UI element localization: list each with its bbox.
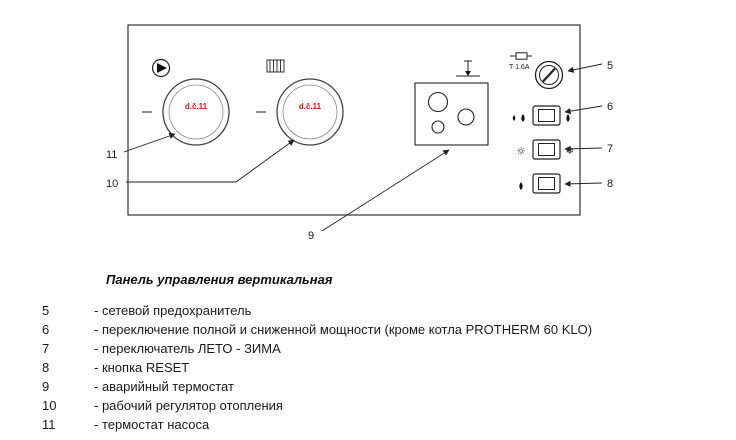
legend-label: - аварийный термостат	[94, 379, 234, 394]
callout-6-number: 6	[607, 101, 613, 113]
heating-regulator-knob: d.č.11	[256, 78, 344, 146]
legend-item-safety-thermostat: 9 - аварийный термостат	[42, 377, 728, 396]
callout-8: 8	[564, 178, 613, 190]
callout-5-number: 5	[607, 60, 613, 72]
flame-icon	[519, 182, 523, 190]
legend-number: 5	[42, 303, 50, 318]
knob-right-label: d.č.11	[299, 102, 322, 111]
callout-8-number: 8	[607, 178, 613, 190]
legend-item-heating-regulator: 10 - рабочий регулятор отопления	[42, 396, 728, 415]
pump-icon	[151, 58, 171, 78]
legend-item-reset: 8 - кнопка RESET	[42, 358, 728, 377]
legend-number: 8	[42, 360, 50, 375]
legend-number: 6	[42, 322, 50, 337]
callout-7-number: 7	[607, 143, 613, 155]
flame-icon	[566, 114, 570, 122]
callout-11-number: 11	[106, 149, 117, 161]
fuse-symbol: T 1.6A	[509, 52, 532, 71]
callout-9-number: 9	[308, 230, 314, 242]
legend-label: - сетевой предохранитель	[94, 303, 252, 318]
fuse-rating-label: T 1.6A	[509, 64, 530, 71]
callout-6: 6	[564, 101, 613, 115]
radiator-icon	[266, 59, 285, 73]
legend-number: 9	[42, 379, 50, 394]
diagram-caption: Панель управления вертикальная	[106, 272, 333, 287]
callout-10: 10	[106, 139, 295, 190]
legend-item-fuse: 5 - сетевой предохранитель	[42, 301, 728, 320]
callout-9: 9	[308, 149, 450, 242]
legend-list: 5 - сетевой предохранитель 6 - переключе…	[42, 301, 728, 434]
callout-11: 11	[106, 132, 176, 161]
power-mode-switch	[512, 105, 570, 126]
legend-label: - кнопка RESET	[94, 360, 190, 375]
fuse-holder	[534, 60, 564, 90]
reset-switch	[519, 173, 561, 194]
legend-label: - рабочий регулятор отопления	[94, 398, 283, 413]
legend-item-power-mode: 6 - переключение полной и сниженной мощн…	[42, 320, 728, 339]
legend-item-pump-thermostat: 11 - термостат насоса	[42, 415, 728, 434]
legend-item-summer-winter: 7 - переключатель ЛЕТО - ЗИМА	[42, 339, 728, 358]
flame-double-icon	[512, 114, 525, 122]
snowflake-icon: ❄	[566, 146, 574, 157]
legend-label: - переключение полной и сниженной мощнос…	[94, 322, 593, 337]
legend-number: 7	[42, 341, 50, 356]
callout-7: 7	[564, 143, 613, 155]
pump-thermostat-knob: d.č.11	[142, 78, 230, 146]
knob-left-label: d.č.11	[185, 102, 208, 111]
legend-number: 11	[42, 417, 56, 432]
control-panel-diagram: d.č.11 d.č.11	[106, 24, 613, 242]
legend-label: - переключатель ЛЕТО - ЗИМА	[94, 341, 281, 356]
sun-icon: ☼	[516, 145, 526, 158]
legend-label: - термостат насоса	[94, 417, 210, 432]
thermostat-icon	[456, 60, 480, 77]
safety-thermostat-block	[414, 82, 489, 146]
legend-number: 10	[42, 398, 57, 413]
callout-5: 5	[567, 60, 613, 73]
callout-10-number: 10	[106, 178, 118, 190]
